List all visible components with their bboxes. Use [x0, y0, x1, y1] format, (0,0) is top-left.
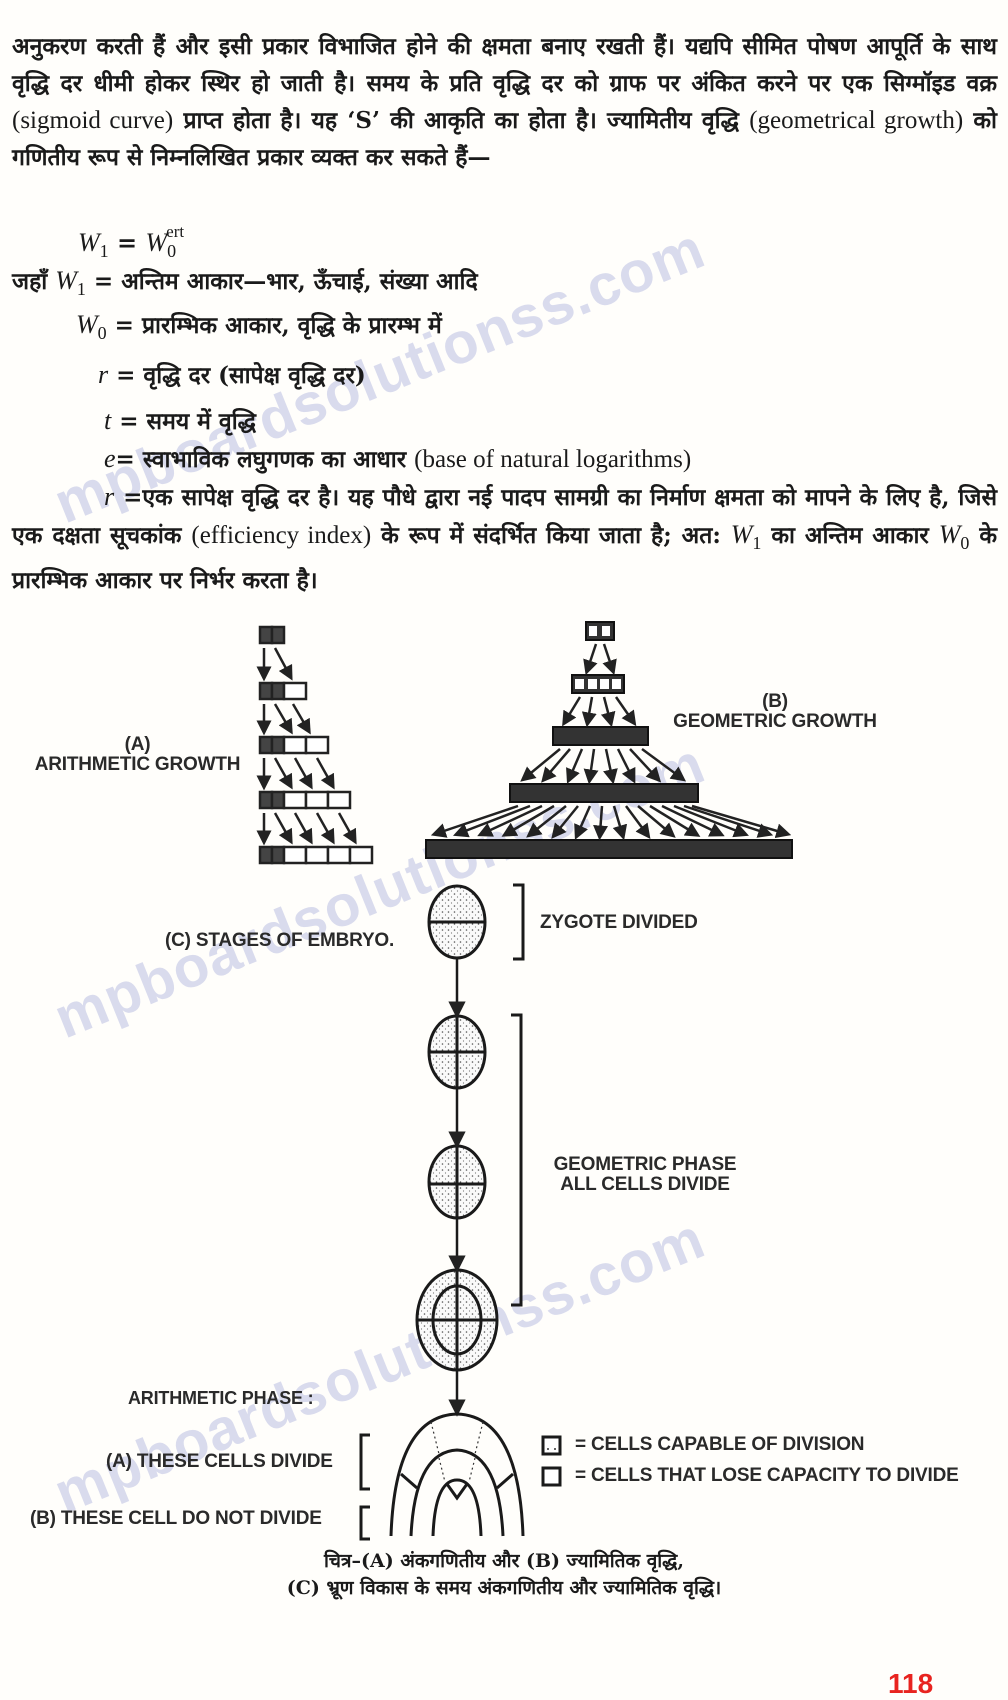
term-efficiency-en: (efficiency index) [191, 522, 372, 549]
term-geometric-en: (geometrical growth) [749, 107, 964, 134]
embryo-stages-diagram [389, 884, 525, 1537]
text: अनुकरण करती हैं और इसी प्रकार विभाजित हो… [12, 33, 997, 97]
figure-caption: चित्र–(A) अंकगणितीय और (B) ज्यामितिक वृद… [0, 1548, 1008, 1602]
zygote-divided-label: ZYGOTE DIVIDED [540, 912, 698, 933]
definition-t: t = समय में वृद्धि [104, 406, 257, 435]
definition-w0: W0 = प्रारम्भिक आकार, वृद्धि के प्रारम्भ… [76, 310, 442, 344]
embryo-stages-title: (C) STAGES OF EMBRYO. [165, 930, 395, 951]
paragraph-intro: अनुकरण करती हैं और इसी प्रकार विभाजित हो… [12, 28, 997, 176]
legend-label-capable: = CELLS CAPABLE OF DIVISION [575, 1434, 865, 1455]
legend-label-lose-capacity: = CELLS THAT LOSE CAPACITY TO DIVIDE [575, 1465, 959, 1486]
caption-line-2: (C) भ्रूण विकास के समय अंकगणितीय और ज्या… [286, 1577, 722, 1599]
cells-divide-label: (A) THESE CELLS DIVIDE [106, 1451, 333, 1472]
empty-cell-icon [541, 1466, 562, 1487]
zygote-bracket [513, 883, 525, 961]
text: प्राप्त होता है। यह ‘S’ की आकृति का होता… [173, 107, 608, 134]
text: को गणितीय रूप से निम्नलिखित प्रकार व्यक्… [12, 107, 998, 171]
definition-w1: जहाँ W1 = अन्तिम आकार—भार, ऊँचाई, संख्या… [12, 266, 478, 300]
cells-not-divide-label: (B) THESE CELL DO NOT DIVIDE [30, 1508, 322, 1529]
term-sigmoid-en: (sigmoid curve) [12, 107, 174, 134]
page-number: 118 [888, 1668, 934, 1699]
definition-r: r = वृद्धि दर (सापेक्ष वृद्धि दर) [98, 360, 366, 389]
caption-line-1: चित्र–(A) अंकगणितीय और (B) ज्यामितिक वृद… [324, 1550, 684, 1572]
term-efficiency-hi: दक्षता सूचकांक [52, 522, 182, 549]
geometric-phase-label: GEOMETRIC PHASE ALL CELLS DIVIDE [553, 1154, 737, 1195]
definition-e: e= स्वाभाविक लघुगणक का आधार (base of nat… [104, 444, 692, 473]
geometric-growth-label: (B) GEOMETRIC GROWTH [673, 691, 877, 732]
geometric-growth-diagram [425, 621, 793, 859]
dotted-cell-icon [541, 1435, 562, 1456]
arithmetic-phase-label: ARITHMETIC PHASE : [128, 1388, 314, 1408]
term-geometric-hi: ज्यामितीय वृद्धि [607, 107, 739, 134]
arithmetic-growth-label: (A) ARITHMETIC GROWTH [34, 734, 241, 775]
geometric-phase-bracket [511, 1013, 523, 1307]
paragraph-efficiency: r =एक सापेक्ष वृद्धि दर है। यह पौधे द्वा… [12, 482, 998, 595]
cells-not-divide-bracket [359, 1505, 370, 1541]
formula: W1 = W0ert [78, 222, 185, 262]
arithmetic-growth-diagram [256, 625, 374, 865]
term-sigmoid-hi: सिग्मॉइड वक्र [883, 70, 997, 97]
cells-divide-bracket [359, 1433, 370, 1491]
